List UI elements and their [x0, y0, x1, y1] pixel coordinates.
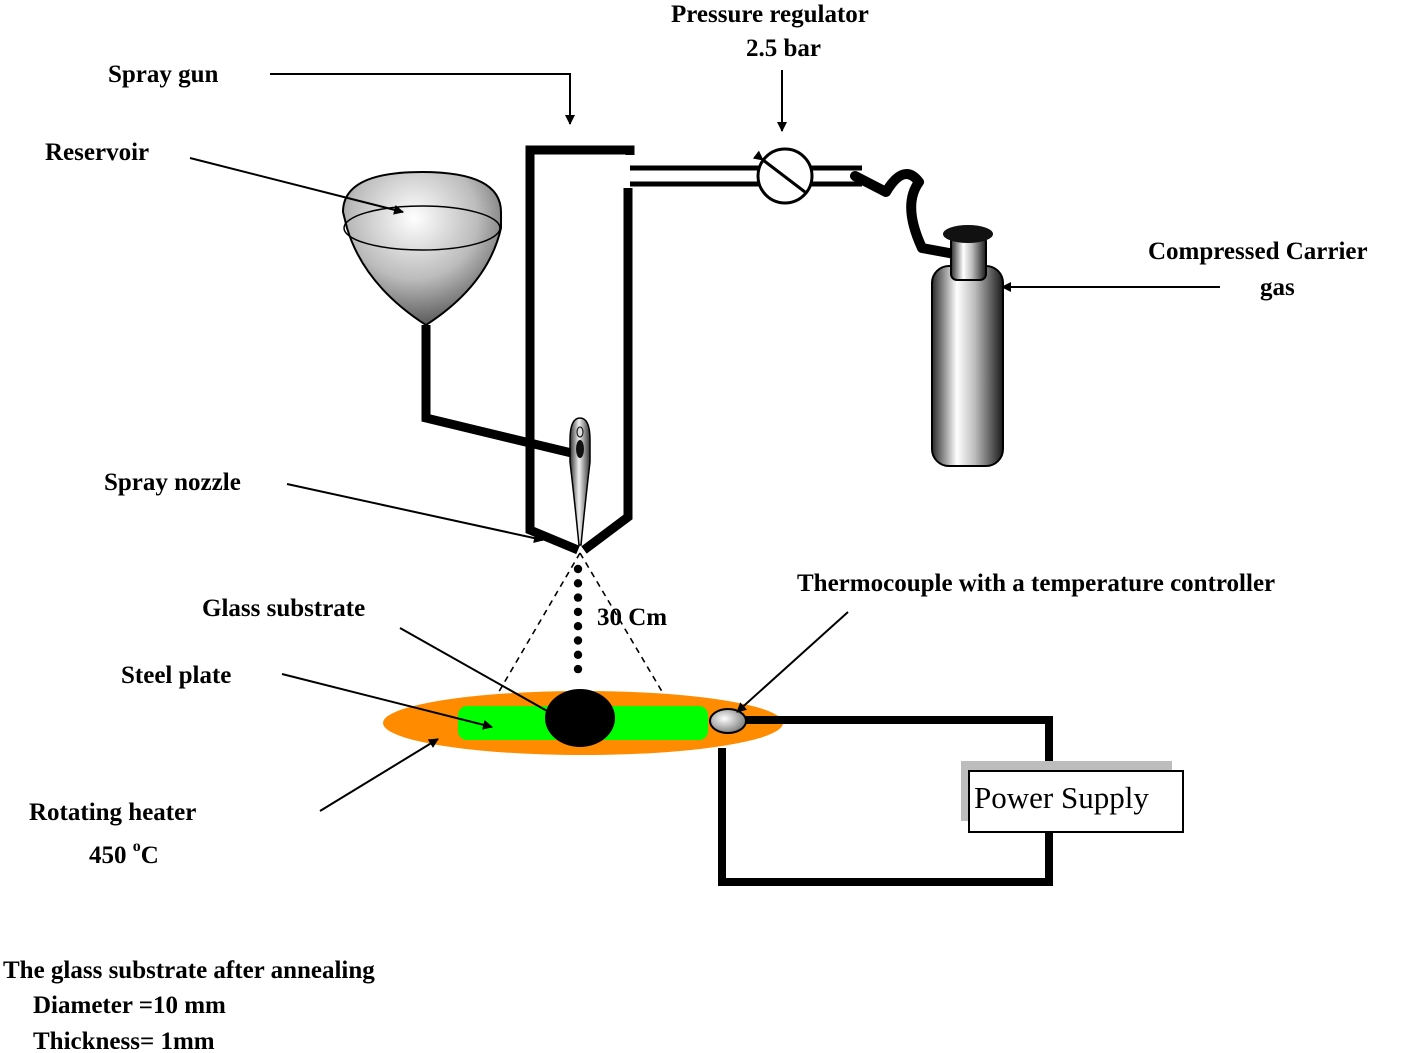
- power-supply-box: Power Supply: [961, 761, 1184, 833]
- rotating-heater-arrow: [319, 738, 439, 812]
- thermocouple: [709, 708, 747, 734]
- glass-substrate: [545, 689, 615, 747]
- footnote-line3: Thickness= 1mm: [33, 1028, 215, 1053]
- spray-nozzle-arrow: [286, 483, 544, 543]
- power-supply-panel: [968, 770, 1184, 833]
- steel-plate-arrow: [281, 673, 493, 730]
- pressure-gauge-needle: [752, 150, 806, 194]
- footnote-line1: The glass substrate after annealing: [3, 957, 375, 984]
- compressed-gas-label: Compressed Carrier: [1148, 238, 1368, 265]
- spray-dot: [573, 607, 583, 617]
- spray-nozzle-label: Spray nozzle: [104, 469, 241, 496]
- spray-distance-dots: [573, 564, 583, 674]
- spray-gun-arrow: [270, 73, 575, 125]
- reservoir-body: [341, 170, 502, 327]
- compressed-gas-label-line2: gas: [1260, 274, 1295, 301]
- gas-line: [630, 165, 965, 260]
- glass-substrate-label: Glass substrate: [202, 595, 365, 622]
- nozzle-orifice: [576, 426, 584, 438]
- spray-gun-body: [525, 145, 635, 555]
- reservoir: [341, 170, 502, 327]
- gas-cylinder-body: [931, 265, 1004, 467]
- callout-arrows: [189, 70, 1220, 812]
- pressure-gauge: [752, 147, 814, 205]
- steel-plate-label: Steel plate: [121, 662, 231, 689]
- heater-temperature-label: 450 oC: [89, 838, 159, 869]
- power-wiring: [718, 716, 1053, 886]
- thermocouple-label: Thermocouple with a temperature controll…: [797, 570, 1275, 597]
- nozzle-body: [569, 417, 591, 546]
- spray-cone: [496, 552, 668, 701]
- spray-dot: [573, 579, 583, 588]
- gas-cylinder-valve: [943, 225, 993, 243]
- spray-dot: [573, 650, 583, 659]
- rotating-heater-label: Rotating heater: [29, 799, 196, 826]
- pressure-value-label: 2.5 bar: [746, 35, 821, 62]
- power-supply-label: Power Supply: [974, 780, 1149, 815]
- gas-cylinder: [931, 225, 1004, 467]
- spray-dot: [573, 593, 583, 602]
- reservoir-arrow: [189, 157, 404, 215]
- reservoir-label: Reservoir: [45, 139, 149, 166]
- spray-gun-wall-left: [525, 145, 635, 555]
- labels: Spray gun Pressure regulator 2.5 bar Res…: [3, 1, 1368, 1053]
- pressure-regulator-label: Pressure regulator: [671, 1, 869, 28]
- spray-gun-wall-right: [581, 188, 633, 554]
- spray-nozzle: [569, 417, 591, 546]
- spray-dot: [573, 664, 583, 674]
- glass-substrate-arrow: [399, 627, 557, 717]
- spray-dot: [573, 564, 583, 574]
- footnote-line2: Diameter =10 mm: [33, 992, 226, 1019]
- spray-dot: [573, 622, 583, 631]
- feed-tube: [421, 325, 582, 460]
- spray-gun-label: Spray gun: [108, 61, 219, 88]
- distance-label: 30 Cm: [597, 604, 667, 631]
- spray-dot: [573, 636, 583, 645]
- nozzle-chamber: [576, 440, 584, 458]
- thermocouple-arrow: [736, 611, 849, 713]
- reservoir-rim: [343, 205, 501, 251]
